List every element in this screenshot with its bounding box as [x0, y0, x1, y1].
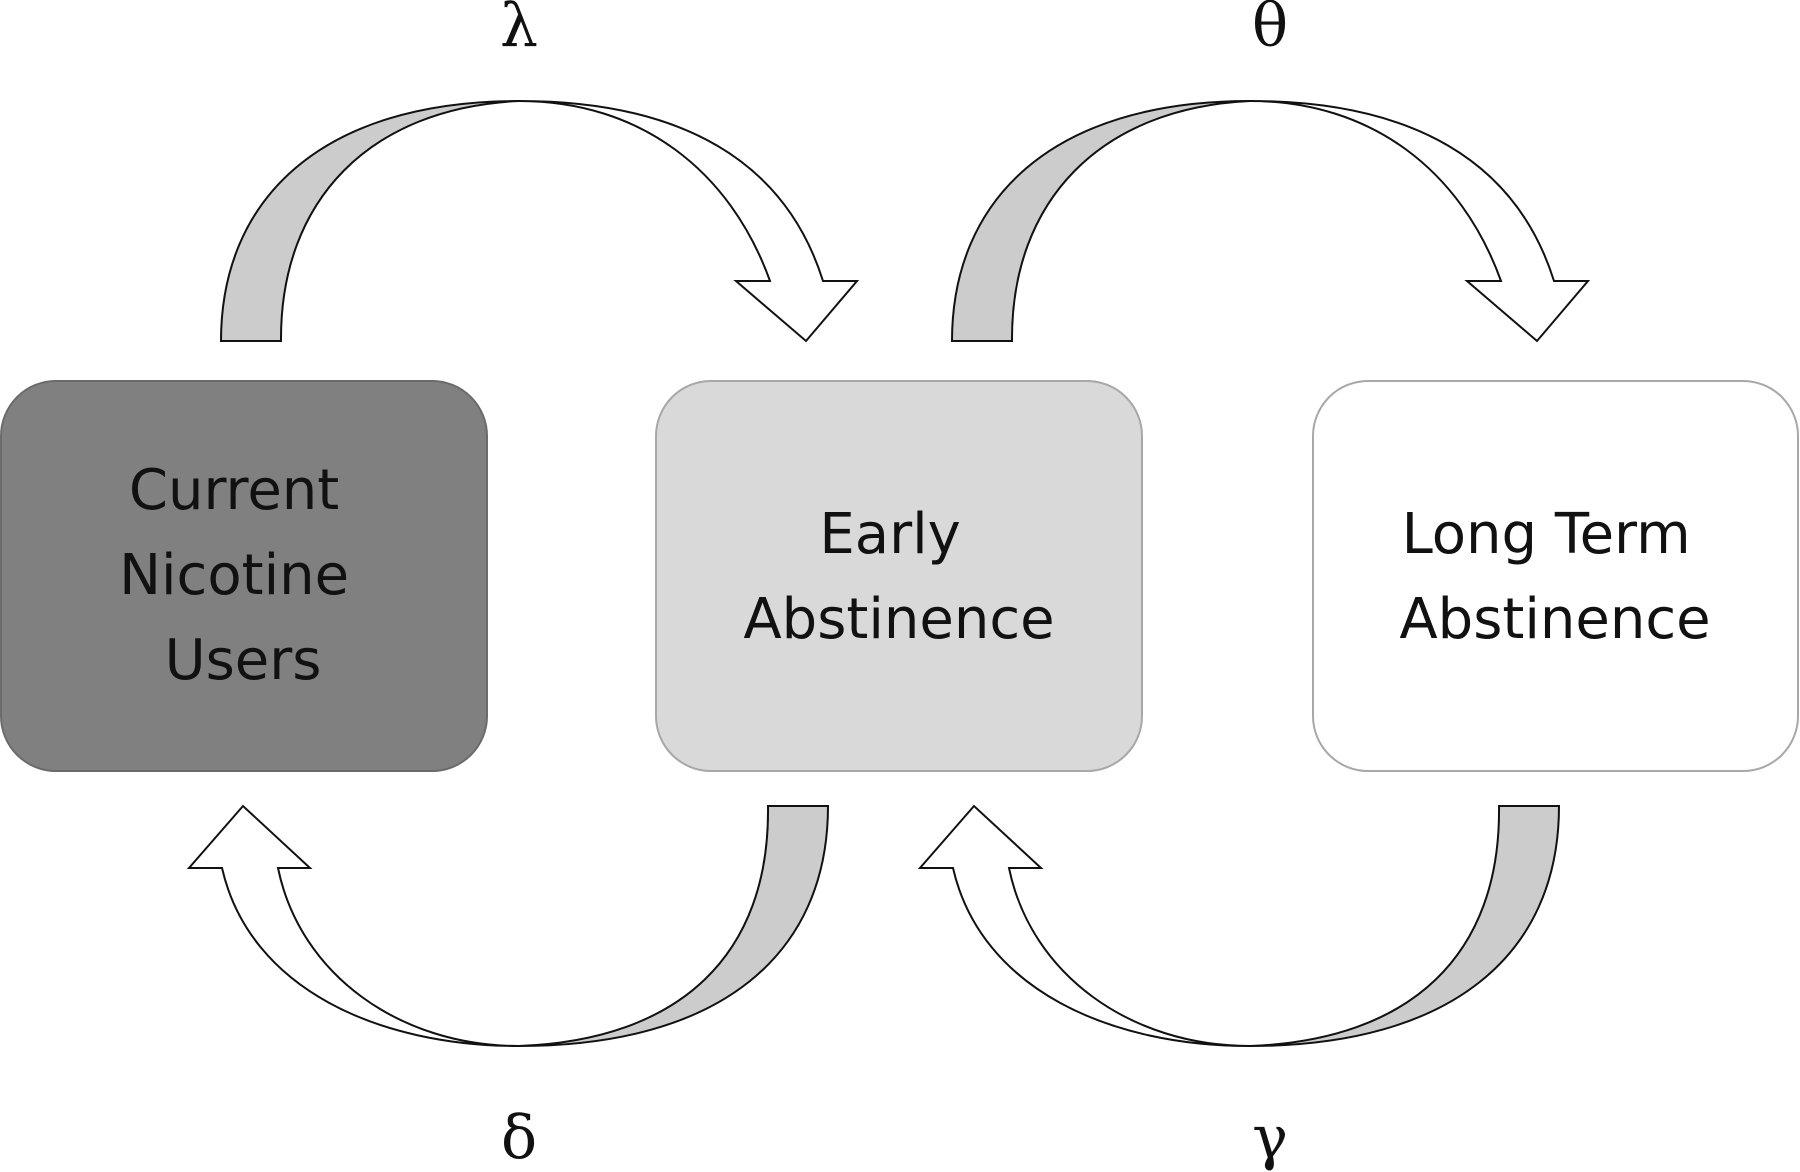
state-label-current-line-2: Nicotine	[119, 543, 349, 608]
arrow-theta-shade	[950, 100, 1251, 342]
rate-label-lambda: λ	[500, 0, 538, 61]
state-label-longterm-line-2: Abstinence	[1399, 587, 1710, 652]
state-label-longterm: Long Term Abstinence	[1399, 502, 1710, 652]
arrow-delta-shade	[518, 805, 830, 1047]
rate-label-delta: δ	[501, 1103, 537, 1172]
state-label-current-line-1: Current	[129, 458, 339, 523]
rate-label-gamma: γ	[1252, 1103, 1288, 1172]
arrow-lambda-shade	[219, 100, 520, 342]
state-label-current: Current Nicotine Users	[119, 458, 367, 693]
arrow-theta	[950, 100, 1591, 343]
arrow-gamma-shade	[1249, 805, 1561, 1047]
arrow-gamma-body	[917, 804, 1251, 1047]
state-box-early	[655, 380, 1143, 772]
state-label-early-line-2: Abstinence	[743, 587, 1054, 652]
state-box-current	[0, 380, 488, 772]
arrow-theta-body	[1249, 100, 1591, 343]
state-box-longterm	[1312, 380, 1799, 772]
arrow-delta	[186, 804, 830, 1047]
state-label-early-line-1: Early	[819, 502, 960, 567]
state-current-nicotine-users: Current Nicotine Users	[0, 380, 488, 772]
arrow-lambda	[219, 100, 860, 343]
arrow-lambda-body	[518, 100, 860, 343]
state-label-current-line-3: Users	[165, 628, 322, 693]
rate-label-theta: θ	[1252, 0, 1288, 61]
state-early-abstinence: Early Abstinence	[655, 380, 1143, 772]
state-long-term-abstinence: Long Term Abstinence	[1312, 380, 1799, 772]
state-label-longterm-line-1: Long Term	[1402, 502, 1691, 567]
arrow-gamma	[917, 804, 1561, 1047]
state-label-early: Early Abstinence	[743, 502, 1054, 652]
arrow-delta-body	[186, 804, 520, 1047]
